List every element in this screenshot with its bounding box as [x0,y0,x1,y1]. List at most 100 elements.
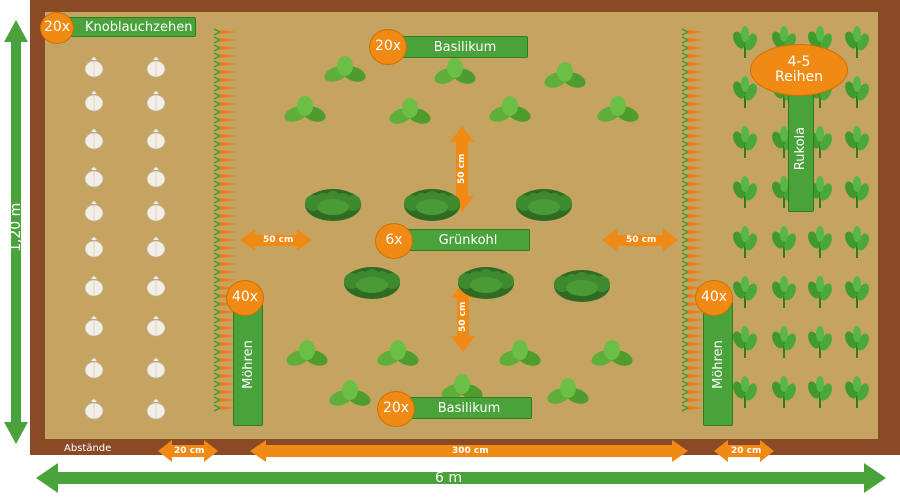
carrot-icon [681,340,704,348]
carrot-icon [681,228,704,236]
carrot-icon [681,100,704,108]
carrot-icon [213,308,236,316]
arugula-icon [772,226,796,258]
garlic-icon [84,398,104,420]
carrot-icon [681,180,704,188]
carrot-icon [681,108,704,116]
garlic-count-badge: 20x [40,12,74,44]
middle-gap-label: 300 cm [452,446,489,456]
arugula-icon [733,76,757,108]
basil-icon [434,58,476,84]
carrot-icon [681,388,704,396]
arugula-icon [808,376,832,408]
carrot-icon [681,156,704,164]
carrot-icon [213,140,236,148]
kale-icon [554,270,610,302]
arugula-icon [772,276,796,308]
arugula-icon [733,376,757,408]
carrot-icon [213,236,236,244]
carrot-icon [681,76,704,84]
basil-icon [329,380,371,406]
carrot-icon [213,268,236,276]
garlic-count: 20x [43,19,71,36]
left-gap-label: 20 cm [174,446,205,456]
carrot-icon [681,52,704,60]
carrot-icon [213,196,236,204]
carrot-icon [213,252,236,260]
carrot-icon [681,404,704,412]
garlic-icon [84,357,104,379]
horiz-left-arrow [240,229,312,251]
arugula-label: Rukola [788,84,814,212]
carrot-icon [681,164,704,172]
carrot-icon [213,356,236,364]
middle-gap-arrow [250,440,688,462]
garlic-label-text: Knoblauchzehen [85,19,193,35]
arugula-icon [733,126,757,158]
carrot-icon [213,316,236,324]
arugula-text: Rukola [793,126,809,170]
carrot-icon [681,172,704,180]
left-gap-arrow [158,440,218,462]
carrot-icon [213,180,236,188]
basil-icon [441,374,483,400]
garlic-icon [84,315,104,337]
basil-bottom-text: Basilikum [437,400,501,416]
garlic-icon [146,357,166,379]
kale-icon [305,189,361,221]
carrot-icon [681,68,704,76]
garlic-label: Knoblauchzehen [62,17,196,37]
arugula-icon [845,326,869,358]
carrot-icon [681,364,704,372]
carrot-icon [681,148,704,156]
carrot-icon [681,204,704,212]
arugula-icon [845,176,869,208]
basil-bottom-label: Basilikum [396,397,532,419]
arugula-icon [808,226,832,258]
garlic-icon [84,90,104,112]
kale-icon [344,267,400,299]
basil-icon [591,340,633,366]
carrot-icon [681,28,704,36]
garlic-icon [84,166,104,188]
carrot-icon [213,92,236,100]
carrot-icon [681,116,704,124]
arugula-icon [772,376,796,408]
carrot-icon [681,140,704,148]
garlic-icon [84,128,104,150]
carrot-icon [213,148,236,156]
carrot-icon [681,188,704,196]
basil-top-label: Basilikum [392,36,528,58]
basil-icon [284,96,326,122]
carrot-icon [213,388,236,396]
horiz-right-label: 50 cm [626,235,657,245]
basil-top-count: 20x [374,38,402,55]
carrot-left-label: Möhren [233,302,263,426]
carrot-icon [213,124,236,132]
carrot-icon [213,172,236,180]
arugula-icon [733,276,757,308]
garlic-icon [146,236,166,258]
arugula-icon [733,176,757,208]
kale-label: Grünkohl [396,229,530,251]
carrot-icon [681,396,704,404]
width-label: 6 m [435,470,462,486]
carrot-icon [681,332,704,340]
carrot-icon [681,380,704,388]
arugula-icon [845,226,869,258]
carrot-icon [213,212,236,220]
garlic-icon [146,128,166,150]
carrot-right-text: Möhren [710,339,726,389]
carrot-icon [681,196,704,204]
garlic-icon [146,398,166,420]
carrot-icon [213,348,236,356]
arugula-icon [733,226,757,258]
carrot-icon [681,236,704,244]
carrot-icon [213,28,236,36]
carrot-icon [213,220,236,228]
carrot-right-count: 40x [700,289,728,306]
basil-icon [547,378,589,404]
carrot-icon [681,356,704,364]
